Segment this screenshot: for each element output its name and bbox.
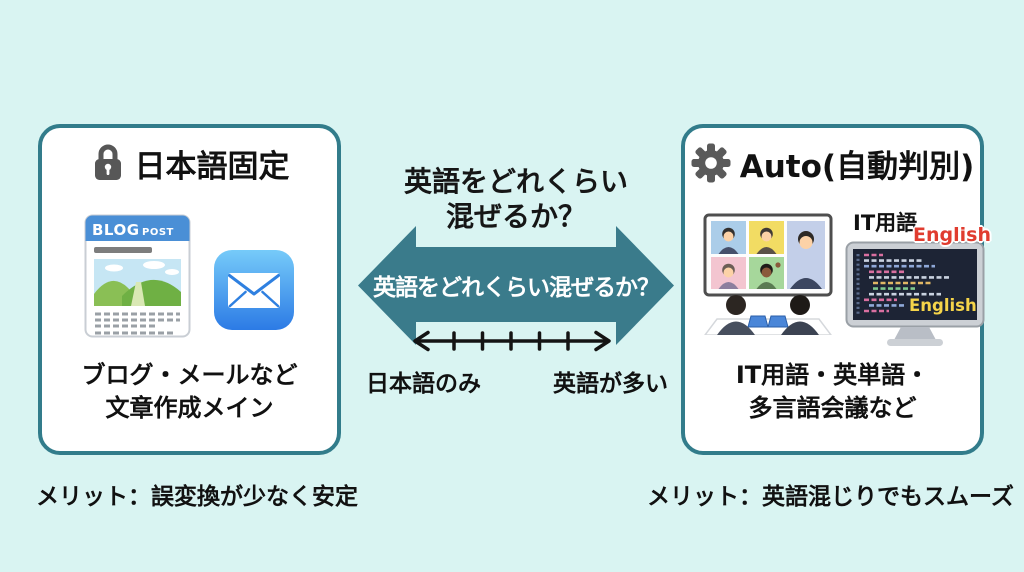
mix-scale — [413, 330, 611, 352]
japanese-fixed-caption: ブログ・メールなど 文章作成メイン — [42, 359, 337, 425]
english-label-yellow: English — [909, 296, 977, 315]
japanese-fixed-title: 日本語固定 — [134, 148, 290, 185]
caption-line-1: IT用語・英単語・ — [735, 361, 930, 389]
gear-icon — [691, 143, 731, 183]
code-monitor-illustration: English — [845, 241, 985, 346]
center-question: 英語をどれくらい 混ぜるか？ — [357, 164, 675, 234]
code-lines — [864, 253, 949, 313]
japanese-fixed-title-row: 日本語固定 — [42, 140, 337, 186]
blog-label: BLOG — [92, 221, 140, 239]
lock-icon — [94, 144, 121, 180]
participant-tiles — [718, 227, 822, 289]
arrow-label: 英語をどれくらい混ぜるか？ — [373, 274, 660, 301]
post-label: POST — [142, 227, 174, 238]
mail-app-icon — [214, 250, 294, 330]
video-conference-illustration — [703, 213, 833, 335]
caption-line-1: ブログ・メールなど — [81, 361, 298, 389]
code-monitor-group: IT用語 English — [845, 207, 991, 349]
auto-mode-caption: IT用語・英単語・ 多言語会議など — [685, 359, 980, 425]
japanese-fixed-card: 日本語固定 BLOG POST — [38, 124, 341, 455]
auto-mode-card: Auto(自動判別) — [681, 124, 991, 455]
it-term-label: IT用語 — [853, 211, 918, 235]
blog-post-illustration: BLOG POST — [84, 214, 191, 338]
merit-left: メリット：誤変換が少なく安定 — [36, 484, 358, 510]
merit-right: メリット：英語混じりでもスムーズ — [647, 484, 1014, 510]
double-arrow-shape — [358, 226, 674, 345]
scale-right-label: 英語が多い — [553, 371, 668, 397]
english-label-red: English — [913, 224, 991, 246]
question-line-2: 混ぜるか？ — [445, 200, 586, 233]
question-line-1: 英語をどれくらい — [403, 165, 628, 198]
scale-labels: 日本語のみ 英語が多い — [366, 364, 668, 398]
auto-mode-title: Auto(自動判別) — [739, 148, 975, 185]
double-arrow: 英語をどれくらい混ぜるか？ — [358, 226, 674, 345]
auto-mode-title-row: Auto(自動判別) — [685, 140, 980, 186]
caption-line-2: 多言語会議など — [748, 394, 917, 422]
seated-people — [717, 295, 819, 335]
article-text-lines — [95, 312, 180, 335]
scale-left-label: 日本語のみ — [366, 371, 481, 397]
landscape-photo — [94, 259, 181, 306]
caption-line-2: 文章作成メイン — [105, 394, 274, 422]
